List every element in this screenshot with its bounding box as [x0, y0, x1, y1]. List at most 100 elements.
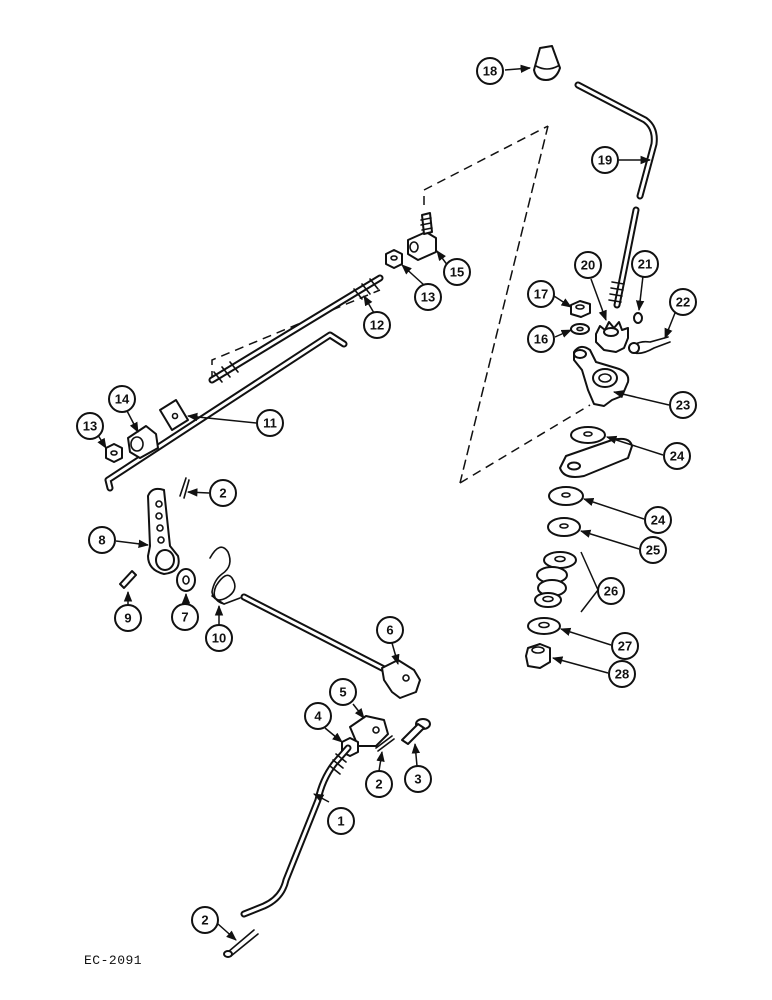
lever-arm [147, 487, 180, 575]
callout-25: 25 [639, 536, 667, 564]
callout-22: 22 [669, 288, 697, 316]
svg-text:23: 23 [676, 398, 690, 413]
callout-4: 4 [304, 702, 332, 730]
callout-1: 1 [327, 807, 355, 835]
svg-text:2: 2 [201, 913, 208, 928]
roll-pin [119, 570, 137, 589]
nut-13-lower [105, 443, 123, 463]
cotter-pin-lower [223, 929, 259, 958]
svg-text:15: 15 [450, 265, 464, 280]
callout-3: 3 [404, 765, 432, 793]
svg-text:9: 9 [124, 611, 131, 626]
svg-text:25: 25 [646, 543, 660, 558]
rubber-bushing-stack [534, 551, 577, 608]
shift-lever [574, 81, 658, 309]
nut-13-upper [385, 249, 403, 269]
callout-21: 21 [631, 250, 659, 278]
callout-2-mid: 2 [365, 770, 393, 798]
nut-17 [570, 300, 591, 318]
callout-12: 12 [363, 311, 391, 339]
shift-knob [533, 45, 561, 81]
svg-text:14: 14 [115, 392, 130, 407]
svg-text:7: 7 [181, 610, 188, 625]
selector-bracket [573, 346, 630, 407]
splined-gear [595, 321, 629, 353]
svg-text:10: 10 [212, 631, 226, 646]
callout-17: 17 [527, 280, 555, 308]
callout-bubbles: 1 2 2 2 3 4 5 6 7 8 9 10 11 12 13 13 14 … [76, 57, 697, 934]
callout-10: 10 [205, 624, 233, 652]
svg-text:24: 24 [651, 513, 666, 528]
washer-25 [547, 517, 581, 537]
washer-7 [176, 568, 196, 592]
svg-text:3: 3 [414, 772, 421, 787]
torsion-spring [209, 546, 241, 605]
svg-text:16: 16 [534, 332, 548, 347]
svg-text:13: 13 [421, 290, 435, 305]
callout-13-lower: 13 [76, 412, 104, 440]
svg-text:21: 21 [638, 257, 652, 272]
svg-text:5: 5 [339, 685, 346, 700]
callout-28: 28 [608, 660, 636, 688]
spacer-14 [127, 425, 159, 459]
callout-27: 27 [611, 632, 639, 660]
callout-14: 14 [108, 385, 136, 413]
svg-text:8: 8 [98, 533, 105, 548]
hair-pin-clip [628, 336, 671, 355]
link-rod [240, 744, 352, 918]
svg-text:12: 12 [370, 318, 384, 333]
callout-5: 5 [329, 678, 357, 706]
svg-text:17: 17 [534, 287, 548, 302]
svg-text:24: 24 [670, 449, 685, 464]
callout-8: 8 [88, 526, 116, 554]
washer-24b [548, 486, 584, 506]
clevis-pin [401, 718, 431, 745]
washer-16 [570, 323, 590, 335]
svg-text:26: 26 [604, 584, 618, 599]
callout-9: 9 [114, 604, 142, 632]
callout-7: 7 [171, 603, 199, 631]
svg-text:27: 27 [618, 639, 632, 654]
callout-18: 18 [476, 57, 504, 85]
callout-19: 19 [591, 146, 619, 174]
retaining-ring [633, 312, 643, 324]
callout-26: 26 [597, 577, 625, 605]
callout-23: 23 [669, 391, 697, 419]
callout-11: 11 [256, 409, 284, 437]
callout-6: 6 [376, 616, 404, 644]
svg-text:13: 13 [83, 419, 97, 434]
cotter-pin-upper [179, 477, 190, 499]
callout-15: 15 [443, 258, 471, 286]
cross-shaft [240, 593, 421, 699]
callout-20: 20 [574, 251, 602, 279]
svg-text:1: 1 [337, 814, 344, 829]
callout-24-upper: 24 [663, 442, 691, 470]
threaded-rod [208, 274, 384, 384]
svg-text:6: 6 [386, 623, 393, 638]
svg-text:28: 28 [615, 667, 629, 682]
svg-text:22: 22 [676, 295, 690, 310]
cotter-pin-mid [375, 735, 395, 752]
diagram-code: EC-2091 [84, 953, 143, 968]
svg-text:4: 4 [314, 709, 322, 724]
svg-text:19: 19 [598, 153, 612, 168]
svg-text:11: 11 [263, 416, 277, 431]
svg-text:2: 2 [219, 486, 226, 501]
callout-24-lower: 24 [644, 506, 672, 534]
svg-text:18: 18 [483, 64, 497, 79]
leader-lines [95, 64, 676, 941]
callout-2-top: 2 [209, 479, 237, 507]
callout-16: 16 [527, 325, 555, 353]
lock-nut-28 [525, 643, 551, 669]
swivel-block [407, 212, 437, 261]
washer-27 [527, 617, 561, 635]
l-shaped-rod [104, 331, 348, 492]
mounting-plate [559, 437, 633, 478]
callout-2-bottom: 2 [191, 906, 219, 934]
callout-13-upper: 13 [414, 283, 442, 311]
svg-text:2: 2 [375, 777, 382, 792]
washer-24a [570, 426, 606, 444]
svg-text:20: 20 [581, 258, 595, 273]
